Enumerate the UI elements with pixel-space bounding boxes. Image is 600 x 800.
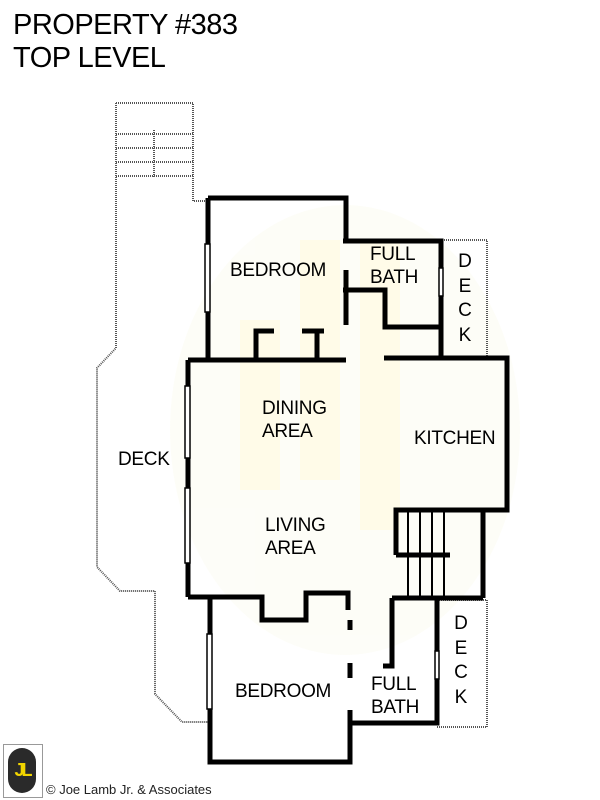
room-label-full-bath-bottom: FULL BATH	[371, 674, 419, 720]
stairs	[407, 512, 445, 596]
label-letter: E	[454, 637, 468, 659]
windows	[184, 243, 444, 710]
label-letter: D	[458, 251, 472, 272]
label-line: AREA	[262, 420, 313, 442]
room-label-bedroom-bottom: BEDROOM	[235, 681, 332, 702]
logo-mark: JL	[8, 748, 36, 793]
label-letter: D	[454, 613, 468, 634]
room-label-deck-right-bottom: D E C K	[451, 612, 471, 711]
room-label-deck-right-top: D E C K	[455, 250, 475, 349]
label-line: DINING	[262, 398, 327, 419]
label-line: BATH	[371, 696, 420, 718]
room-label-deck-left: DECK	[118, 449, 170, 470]
room-label-full-bath-top: FULL BATH	[370, 244, 418, 290]
label-letter: K	[458, 325, 472, 347]
room-label-dining-area: DINING AREA	[262, 398, 327, 444]
room-label-living-area: LIVING AREA	[265, 515, 326, 561]
label-letter: C	[458, 300, 472, 322]
copyright-text: © Joe Lamb Jr. & Associates	[46, 782, 212, 797]
room-label-kitchen: KITCHEN	[414, 428, 496, 449]
room-label-bedroom-top: BEDROOM	[230, 260, 327, 281]
property-title: PROPERTY #383	[13, 9, 238, 41]
label-letter: C	[454, 662, 468, 684]
label-line: LIVING	[265, 515, 326, 536]
label-letter: K	[454, 687, 468, 709]
walls	[185, 195, 510, 765]
level-title: TOP LEVEL	[13, 42, 166, 74]
label-line: FULL	[371, 674, 417, 695]
label-line: BATH	[370, 266, 419, 288]
label-letter: E	[458, 275, 472, 297]
label-line: FULL	[370, 244, 416, 265]
label-line: AREA	[265, 537, 316, 559]
company-logo: JL	[3, 744, 43, 798]
